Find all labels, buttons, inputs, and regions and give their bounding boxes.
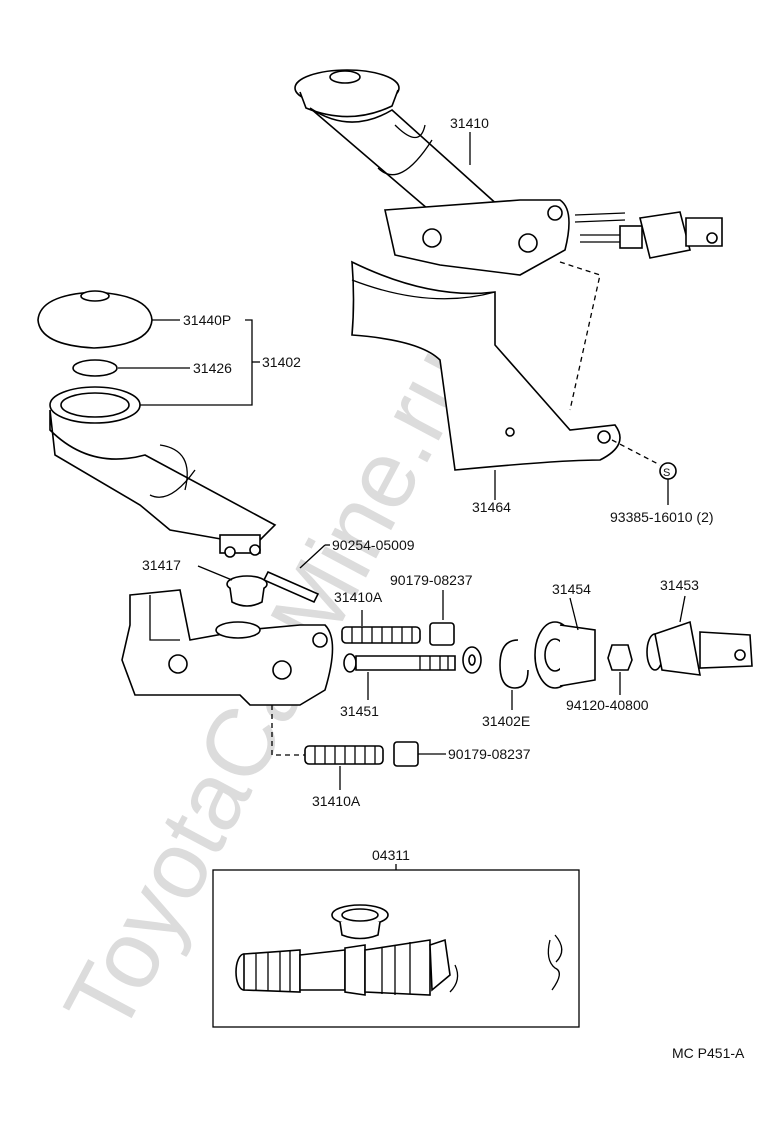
- repair-kit-box: [212, 869, 580, 1028]
- pin-90254: [262, 570, 320, 604]
- reservoir-body-31402: [49, 386, 277, 558]
- master-cylinder-body: [121, 589, 334, 706]
- grommet-31417: [226, 575, 268, 607]
- boot-31454: [534, 621, 596, 689]
- label-93385: 93385-16010 (2): [610, 509, 714, 525]
- snap-ring-31402e: [499, 639, 529, 689]
- bracket-31464: [351, 260, 621, 471]
- label-31440p: 31440P: [183, 312, 231, 328]
- stud-31410a-top: [341, 626, 421, 644]
- label-90254: 90254-05009: [332, 537, 415, 553]
- label-31402: 31402: [262, 354, 301, 370]
- nut-90179-bottom: [393, 741, 419, 767]
- stud-31410a-bottom: [304, 745, 384, 765]
- nut-90179-top: [429, 622, 455, 646]
- label-04311: 04311: [372, 847, 410, 863]
- master-cylinder-assembly-upper: [294, 69, 723, 276]
- footer-code: MC P451-A: [672, 1045, 745, 1061]
- label-31410: 31410: [450, 115, 489, 131]
- label-31426: 31426: [193, 360, 232, 376]
- repair-kit-parts: [235, 904, 563, 996]
- s-mark: S: [663, 467, 670, 479]
- clevis-31453: [646, 620, 753, 676]
- label-31464: 31464: [472, 499, 511, 515]
- label-31453: 31453: [660, 577, 699, 593]
- label-94120: 94120-40800: [566, 697, 649, 713]
- label-31410a-top: 31410A: [334, 589, 383, 605]
- label-90179-bottom: 90179-08237: [448, 746, 531, 762]
- bolt-31451: [343, 653, 456, 673]
- label-31402e: 31402E: [482, 713, 530, 729]
- nut-94120: [607, 644, 633, 671]
- reservoir-cap-31440p: [37, 290, 153, 349]
- label-90179-top: 90179-08237: [390, 572, 473, 588]
- label-31417: 31417: [142, 557, 181, 573]
- gasket-31426: [72, 359, 118, 377]
- label-31410a-bottom: 31410A: [312, 793, 361, 809]
- label-31454: 31454: [552, 581, 591, 597]
- label-31451: 31451: [340, 703, 379, 719]
